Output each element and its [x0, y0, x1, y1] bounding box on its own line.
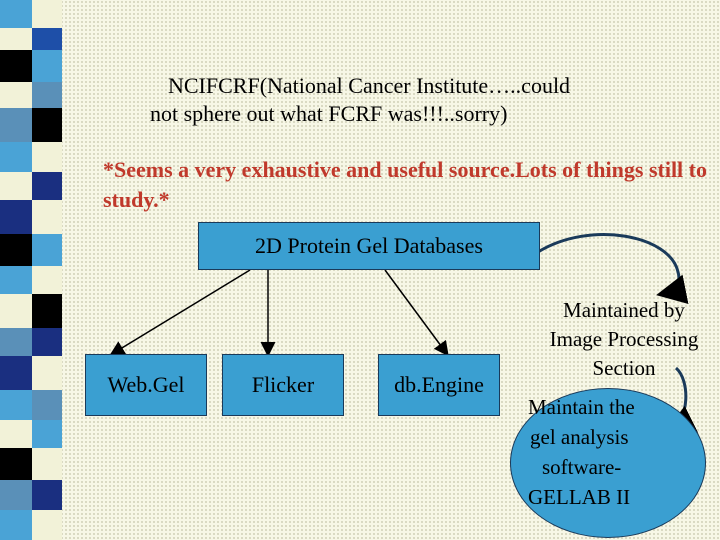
stripe-block — [0, 50, 32, 82]
callout-text: Maintained by Image Processing Section — [549, 298, 699, 380]
child-node-webgel: Web.Gel — [85, 354, 207, 416]
stripe-block — [0, 420, 32, 448]
slide-heading: NCIFCRF(National Cancer Institute…..coul… — [150, 72, 670, 128]
stripe-block — [32, 142, 62, 172]
stripe-block — [32, 28, 62, 50]
stripe-block — [32, 50, 62, 82]
stripe-block — [32, 390, 62, 420]
arrow-to-dbengine — [384, 269, 449, 357]
child-node-flicker: Flicker — [222, 354, 344, 416]
stripe-block — [0, 28, 32, 50]
oval-line-4: GELLAB II — [528, 485, 631, 509]
stripe-block — [32, 234, 62, 266]
child-node-dbengine: db.Engine — [378, 354, 500, 416]
stripe-block — [32, 108, 62, 142]
stripe-block — [32, 328, 62, 356]
stripe-block — [0, 390, 32, 420]
stripe-block — [32, 448, 62, 480]
stripe-block — [32, 356, 62, 390]
stripe-block — [0, 172, 32, 200]
stripe-block — [0, 480, 32, 510]
stripe-block — [0, 356, 32, 390]
stripe-block — [32, 0, 62, 28]
stripe-block — [32, 294, 62, 328]
stripe-block — [0, 448, 32, 480]
note-text: *Seems a very exhaustive and useful sour… — [103, 157, 707, 212]
oval-text: Maintain the gel analysis software- GELL… — [528, 392, 698, 512]
stripe-block — [32, 510, 62, 540]
stripe-block — [0, 200, 32, 234]
oval-line-2: gel analysis — [530, 425, 629, 449]
oval-line-1: Maintain the — [528, 395, 635, 419]
stripe-block — [32, 82, 62, 108]
heading-line-2: not sphere out what FCRF was!!!..sorry) — [150, 101, 508, 126]
stripe-block — [0, 108, 32, 142]
curved-arrow-to-callout — [537, 233, 689, 304]
stripe-block — [0, 142, 32, 172]
stripe-block — [0, 0, 32, 28]
stripe-block — [0, 294, 32, 328]
arrow-to-webgel — [109, 269, 251, 356]
stripe-block — [0, 234, 32, 266]
stripe-block — [32, 480, 62, 510]
stripe-block — [32, 266, 62, 294]
stripe-block — [32, 420, 62, 448]
stripe-block — [32, 200, 62, 234]
stripe-block — [0, 266, 32, 294]
stripe-block — [0, 510, 32, 540]
root-node-box: 2D Protein Gel Databases — [198, 222, 540, 270]
heading-line-1: NCIFCRF(National Cancer Institute…..coul… — [168, 73, 571, 98]
stripe-block — [0, 328, 32, 356]
stripe-block — [0, 82, 32, 108]
oval-line-3: software- — [542, 455, 622, 479]
left-decorative-stripes — [0, 0, 62, 540]
oval-shape — [510, 388, 706, 538]
stripe-block — [32, 172, 62, 200]
